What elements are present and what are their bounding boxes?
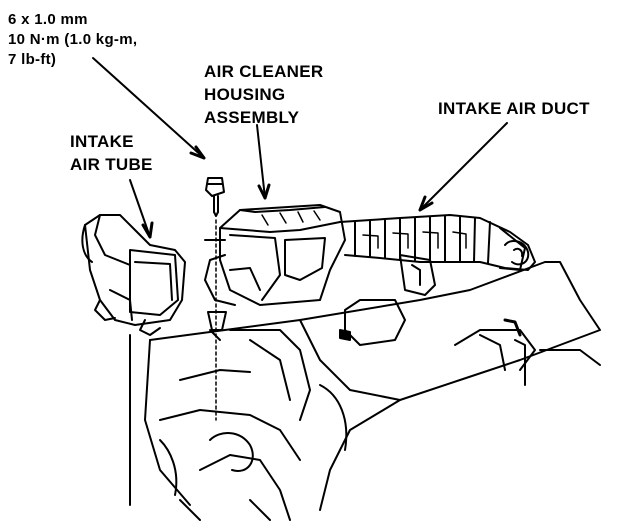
bolt-spec-line-3: 7 lb-ft) (8, 51, 57, 68)
tube-line-2: AIR TUBE (70, 155, 153, 174)
duct-line-1: INTAKE AIR DUCT (438, 99, 590, 118)
intake-air-duct (339, 214, 536, 271)
intake-air-tube (81, 214, 186, 336)
air-cleaner-housing (204, 204, 346, 306)
intake-air-duct-label: INTAKE AIR DUCT (438, 97, 590, 120)
intake-air-tube-label: INTAKE AIR TUBE (70, 130, 153, 176)
leader-lines (92, 57, 508, 239)
housing-line-1: AIR CLEANER (204, 62, 324, 81)
housing-line-2: HOUSING (204, 85, 286, 104)
bolt-spec-label: 6 x 1.0 mm 10 N·m (1.0 kg-m, 7 lb-ft) (8, 10, 137, 70)
air-cleaner-housing-label: AIR CLEANER HOUSING ASSEMBLY (204, 60, 323, 129)
housing-line-3: ASSEMBLY (204, 108, 300, 127)
bolt-spec-line-2: 10 N·m (1.0 kg-m, (8, 31, 138, 48)
engine-bay (129, 254, 601, 521)
bolt-spec-line-1: 6 x 1.0 mm (8, 11, 88, 28)
tube-line-1: INTAKE (70, 132, 134, 151)
bolt (204, 177, 227, 421)
